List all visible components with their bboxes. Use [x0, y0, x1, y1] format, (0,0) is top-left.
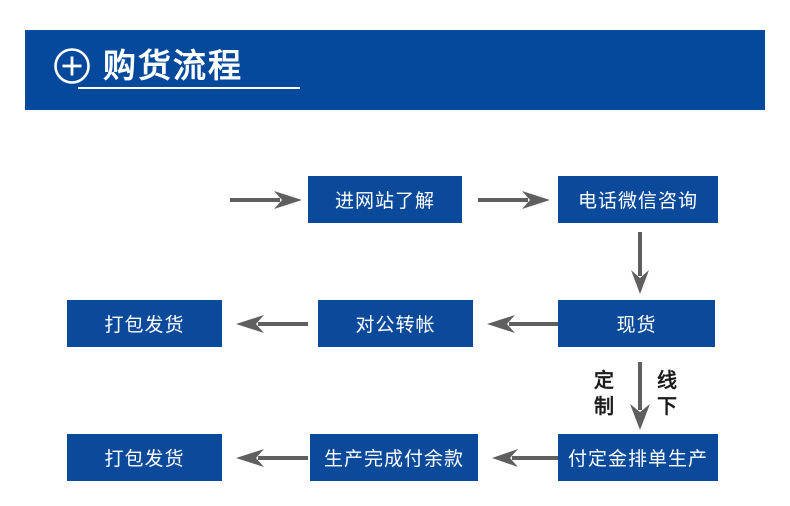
arrow-down-phone-wechat-to-in-stock: [628, 232, 652, 294]
arrow-down-in-stock-to-deposit: [628, 362, 652, 430]
annotation-custom-made: 定制: [594, 368, 614, 418]
header-banner: 购货流程: [25, 30, 765, 110]
arrow-right-enter-site-to-phone-wechat: [478, 188, 550, 212]
plus-circle-icon: [53, 47, 91, 85]
arrow-right-start-to-enter-site: [230, 188, 302, 212]
arrow-left-final-payment-to-pack-ship: [236, 446, 308, 470]
flow-box-pack-and-ship-custom[interactable]: 打包发货: [67, 434, 222, 481]
annotation-offline: 线下: [657, 368, 677, 418]
flow-box-in-stock[interactable]: 现货: [558, 300, 715, 347]
arrow-left-transfer-to-pack-ship: [236, 312, 308, 336]
page-title: 购货流程: [103, 46, 243, 85]
flow-box-deposit-and-schedule-production[interactable]: 付定金排单生产: [558, 434, 718, 481]
arrow-left-in-stock-to-transfer: [487, 312, 559, 336]
title-underline: [78, 87, 300, 89]
flow-box-phone-wechat-consult[interactable]: 电话微信咨询: [558, 176, 718, 223]
arrow-left-deposit-to-final-payment: [492, 446, 558, 470]
flow-box-enter-site[interactable]: 进网站了解: [308, 176, 462, 223]
flow-box-company-transfer[interactable]: 对公转帐: [318, 300, 473, 347]
flow-box-pack-and-ship-stock[interactable]: 打包发货: [67, 300, 222, 347]
flow-box-production-complete-final-payment[interactable]: 生产完成付余款: [310, 434, 478, 481]
